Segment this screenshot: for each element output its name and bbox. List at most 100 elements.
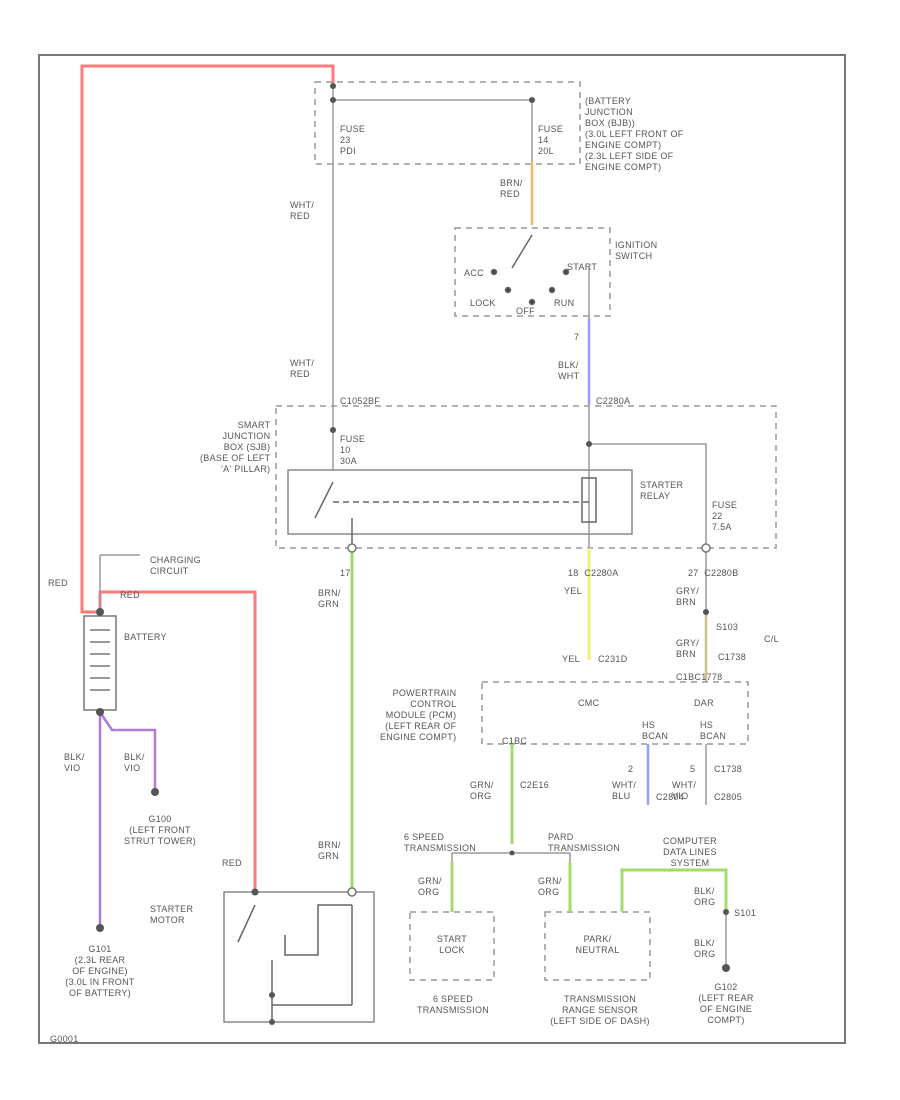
label-conn-c1738: C1738 [714,764,743,774]
starter-relay-housing [287,469,633,535]
label-conn-c2e: C2E16 [520,780,550,790]
node-bjb-bus [330,97,336,103]
label-pcm: POWERTRAIN CONTROL MODULE (PCM) (LEFT RE… [380,688,457,742]
label-wire-gry-brn-2: GRY/ BRN [676,638,700,659]
label-pcm-pin: C1BC [502,736,528,746]
label-dar: DAR [694,698,714,708]
wire-fuse22-feed [589,443,707,548]
diagram-frame [38,54,846,1044]
relay-coil [581,477,597,523]
node-splice-s101 [723,909,729,915]
label-fuse-b: FUSE 14 20L [538,124,564,156]
label-wire-gry-brn-1: GRY/ BRN [676,586,700,607]
label-ground-g102: G102 (LEFT REAR OF ENGINE COMPT) [698,982,754,1025]
node-battery-pos [96,608,104,616]
start-lock-outline [409,911,495,981]
label-wire-red-1: RED [48,578,68,588]
label-wire-wht-red-2: WHT/ RED [290,358,315,379]
node-fuse-b-top [529,97,535,103]
battery-junction-box-outline [314,81,581,165]
label-wire-blk-wht: BLK/ WHT [558,360,580,381]
label-splice-s101: S101 [734,908,757,918]
label-wire-wht-vio: WHT/ VIO [672,780,697,801]
label-pin-5: 5 [690,764,696,774]
label-conn-c2: C231D [598,654,628,664]
node-starter-motor-bottom [269,992,275,998]
label-wire-blk-org-1: BLK/ ORG [694,886,716,907]
node-bjb-top [330,83,336,89]
connector-c2280b [701,543,711,553]
label-transmission-range-sensor: TRANSMISSION RANGE SENSOR (LEFT SIDE OF … [550,994,650,1026]
label-run: RUN [554,298,575,308]
label-wire-wht-blu: WHT/ BLU [612,780,637,801]
label-conn-top-right: C2280A [596,396,631,406]
label-charging-circuit: CHARGING CIRCUIT [150,555,201,576]
label-wire-red-3: RED [222,858,242,868]
label-wire-grn-org-1: GRN/ ORG [418,876,442,897]
label-park-top: PARD TRANSMISSION [548,832,621,853]
connector-17 [347,543,357,553]
label-wire-blk-vio: BLK/ VIO [64,752,85,773]
ignition-switch-outline [454,227,611,317]
label-ground-g101: G101 (2.3L REAR OF ENGINE) (3.0L IN FRON… [65,944,135,998]
ign-contact-lock [504,286,512,294]
label-battery-junction-box: (BATTERY JUNCTION BOX (BJB)) (3.0L LEFT … [585,96,684,172]
node-g100 [151,788,159,796]
label-conn-top-left: C1052BF [340,396,381,406]
label-conn-c2805: C2805 [714,792,743,802]
label-lock: LOCK [470,298,496,308]
node-splice-s103 [703,609,709,615]
label-wire-yel-2: YEL [562,654,580,664]
node-g102 [722,964,730,972]
pcm-outline [481,681,749,745]
node-sjb-right [586,441,592,447]
label-hs-right: HS BCAN [700,720,727,741]
node-battery-neg [96,708,104,716]
label-conn-c1: C1738 [718,652,747,662]
ign-contact-acc [490,268,498,276]
label-wire-red-2: RED [120,590,140,600]
label-fuse-d: FUSE 22 7.5A [712,500,738,532]
label-conn-c2280a: 18 C2280A [568,568,619,578]
label-starter-relay: STARTER RELAY [640,480,684,501]
node-starter-feed [251,888,259,896]
park-neutral-outline [544,911,651,981]
label-splice-note: C/L [764,634,779,644]
label-pin-2: 2 [628,764,634,774]
ign-contact-start [562,268,570,276]
starter-solenoid-arm [237,904,256,943]
label-cmc: CMC [578,698,600,708]
label-wire-brn-red: BRN/ RED [500,178,523,199]
label-figure-code: G0001 [50,1034,79,1044]
label-conn-c2280b: 27 C2280B [688,568,739,578]
label-start: START [567,262,598,272]
node-trans-split [509,850,515,856]
relay-switch-arm [314,481,334,519]
label-smart-junction-box: SMART JUNCTION BOX (SJB) (BASE OF LEFT '… [200,420,271,474]
label-off: OFF [516,306,535,316]
wire-cdl-green [620,868,728,912]
node-g101 [96,924,104,932]
label-wire-brn-grn-2: BRN/ GRN [318,840,341,861]
label-wire-yel-1: YEL [564,586,582,596]
ign-contact-off [528,298,536,306]
label-fuse-a: FUSE 23 PDI [340,124,366,156]
label-fuse-c: FUSE 10 30A [340,434,366,466]
label-six-speed-transmission: 6 SPEED TRANSMISSION [416,994,490,1015]
label-wire-grn-org: GRN/ ORG [470,780,494,801]
label-wire-brn-grn-1: BRN/ GRN [318,588,341,609]
ign-contact-run [548,286,556,294]
label-conn-17: 17 [340,568,351,578]
node-sjb-left [330,427,336,433]
connector-brn-grn-starter [347,887,357,897]
label-ignition-switch: IGNITION SWITCH [615,240,658,261]
label-wire-grn-org-2: GRN/ ORG [538,876,562,897]
label-computer-data-lines: COMPUTER DATA LINES SYSTEM [663,836,717,868]
wire-red-battery-feed [80,64,335,614]
label-start-lock: START LOCK [436,934,468,955]
wire-blk-vio-branch [98,711,157,790]
label-six-speed-top: 6 SPEED TRANSMISSION [404,832,477,853]
label-battery: BATTERY [124,632,167,642]
label-park-neutral: PARK/ NEUTRAL [575,934,620,955]
